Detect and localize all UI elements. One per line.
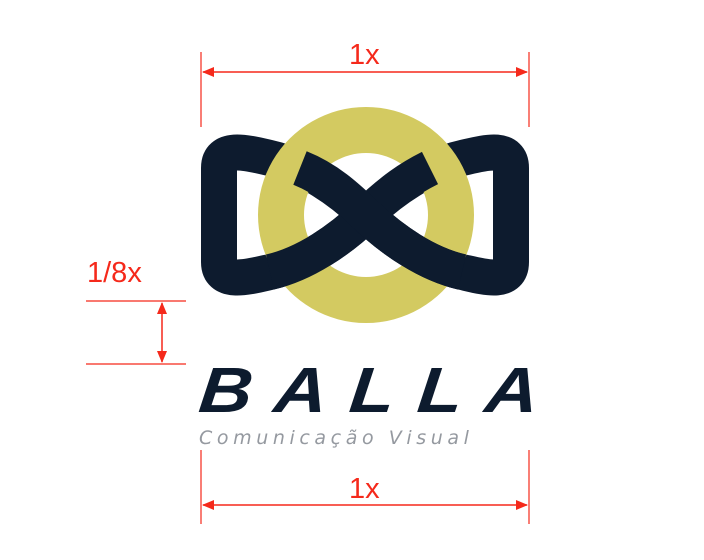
top-width-guide <box>200 52 530 127</box>
spacing-guide <box>86 300 186 365</box>
wordmark-letter: A <box>270 354 332 426</box>
top-width-label: 1x <box>349 39 380 71</box>
brand-wordmark: B A L L A <box>195 354 543 426</box>
wordmark-letter: L <box>414 354 467 426</box>
wordmark-letter: A <box>481 354 543 426</box>
bottom-width-guide <box>200 450 530 524</box>
brand-tagline: Comunicação Visual <box>199 427 474 449</box>
bottom-width-label: 1x <box>349 473 380 505</box>
bow-knot-symbol <box>201 107 529 323</box>
spacing-label: 1/8x <box>87 257 142 289</box>
crossing-top-band <box>292 151 467 290</box>
wordmark-letter: B <box>195 354 257 426</box>
wordmark-letter: L <box>346 354 399 426</box>
